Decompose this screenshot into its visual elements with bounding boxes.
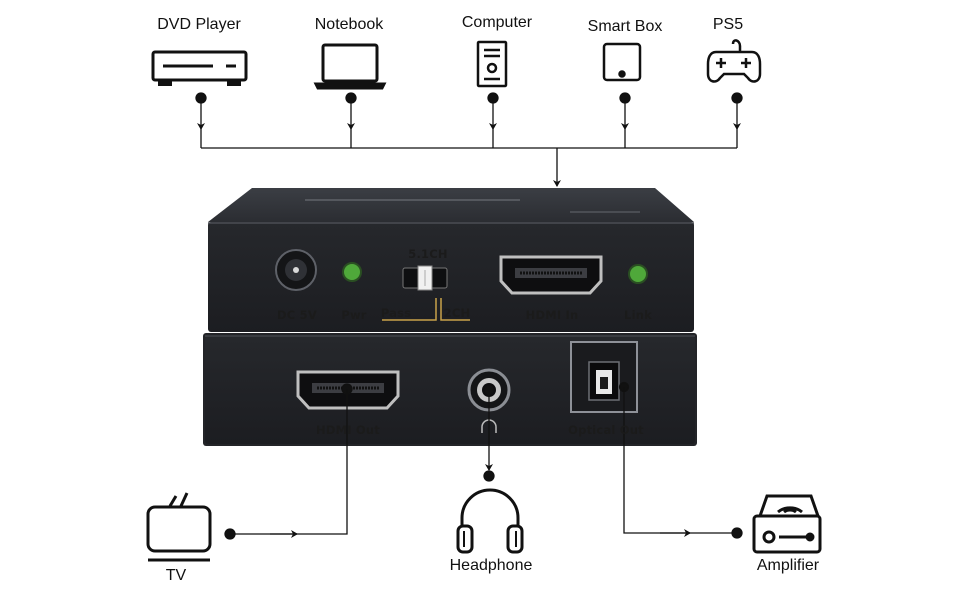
channel-switch[interactable] [382, 265, 470, 321]
output-label-tv: TV [165, 567, 187, 584]
source-bus [195, 92, 743, 187]
desktop-tower-icon [476, 40, 508, 88]
headphone-jack[interactable] [467, 368, 511, 412]
optical-out-label: Optical Out [568, 423, 644, 437]
source-label-dvd-player: DVD Player [157, 16, 241, 33]
dc-5v-label: DC 5V [277, 308, 317, 322]
source-label-notebook: Notebook [314, 16, 384, 33]
output-lines [224, 381, 743, 540]
gamepad-icon [706, 39, 762, 83]
switch-pass-label: Pass [380, 306, 412, 320]
pwr-label: Pwr [341, 308, 367, 322]
hdmi-in-port[interactable] [499, 255, 603, 295]
audio-extractor-device [203, 188, 697, 446]
hdmi-out-label: HDMI Out [316, 423, 380, 437]
link-label: Link [624, 308, 652, 322]
power-led [342, 262, 362, 282]
optical-out-port[interactable] [570, 341, 638, 413]
headphone-icon [456, 488, 524, 554]
source-label-smart-box: Smart Box [587, 18, 663, 35]
smart-box-icon [602, 42, 642, 82]
dvd-player-icon [151, 50, 248, 86]
output-label-headphone: Headphone [449, 557, 533, 574]
laptop-icon [313, 43, 387, 90]
amplifier-icon [752, 494, 822, 554]
switch-2ch-label: 2CH [443, 306, 471, 320]
source-label-ps5: PS5 [712, 16, 744, 33]
switch-5-1ch-label: 5.1CH [408, 247, 448, 261]
dc-jack [275, 249, 317, 291]
output-label-amplifier: Amplifier [756, 557, 820, 574]
hdmi-in-label: HDMI In [525, 308, 579, 322]
source-label-computer: Computer [461, 14, 533, 31]
link-led [628, 264, 648, 284]
tv-icon [146, 492, 212, 562]
